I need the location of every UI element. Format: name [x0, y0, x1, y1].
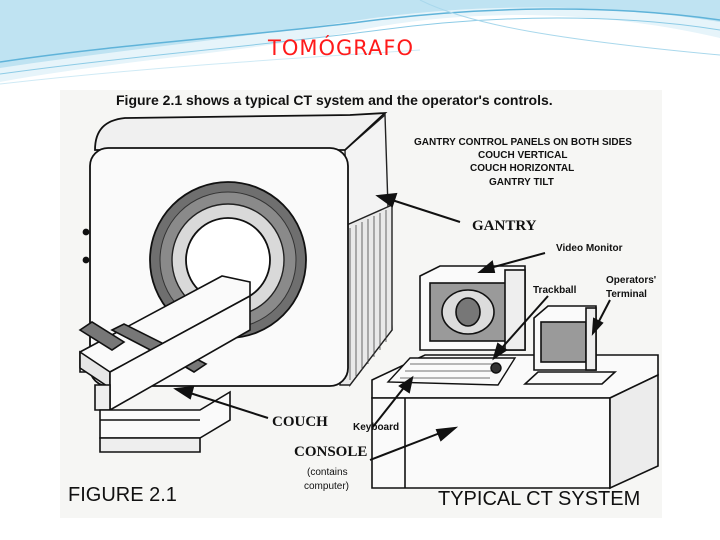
trackball-label: Trackball — [533, 285, 577, 296]
couch-label: COUCH — [272, 414, 328, 430]
slide-title: TOMÓGRAFO — [268, 36, 414, 60]
console-note-line1: (contains — [307, 467, 348, 478]
console-note-line2: computer) — [304, 481, 350, 492]
header-wave-decoration — [0, 0, 720, 85]
figure-title: TYPICAL CT SYSTEM — [438, 488, 641, 510]
label-arrows — [173, 192, 611, 461]
operators-terminal — [522, 305, 618, 385]
gantry-tilt-label: GANTRY TILT — [489, 177, 554, 188]
operators-terminal-label-line2: Terminal — [606, 289, 647, 300]
keyboard-label: Keyboard — [353, 422, 400, 433]
video-monitor-label: Video Monitor — [556, 243, 623, 254]
gantry-label: GANTRY — [472, 218, 537, 234]
couch-horizontal-label: COUCH HORIZONTAL — [470, 163, 575, 174]
video-monitor — [419, 265, 526, 351]
couch — [78, 275, 251, 453]
trackball — [490, 362, 502, 374]
ct-system-illustration — [60, 90, 662, 518]
figure-number: FIGURE 2.1 — [68, 484, 177, 506]
keyboard — [386, 357, 517, 386]
gantry-controls-label: GANTRY CONTROL PANELS ON BOTH SIDES — [414, 137, 632, 148]
couch-vertical-label: COUCH VERTICAL — [478, 150, 568, 161]
operators-terminal-label-line1: Operators' — [606, 275, 657, 286]
figure-caption: Figure 2.1 shows a typical CT system and… — [116, 92, 553, 108]
gantry — [82, 111, 388, 387]
console-label: CONSOLE — [294, 444, 368, 460]
